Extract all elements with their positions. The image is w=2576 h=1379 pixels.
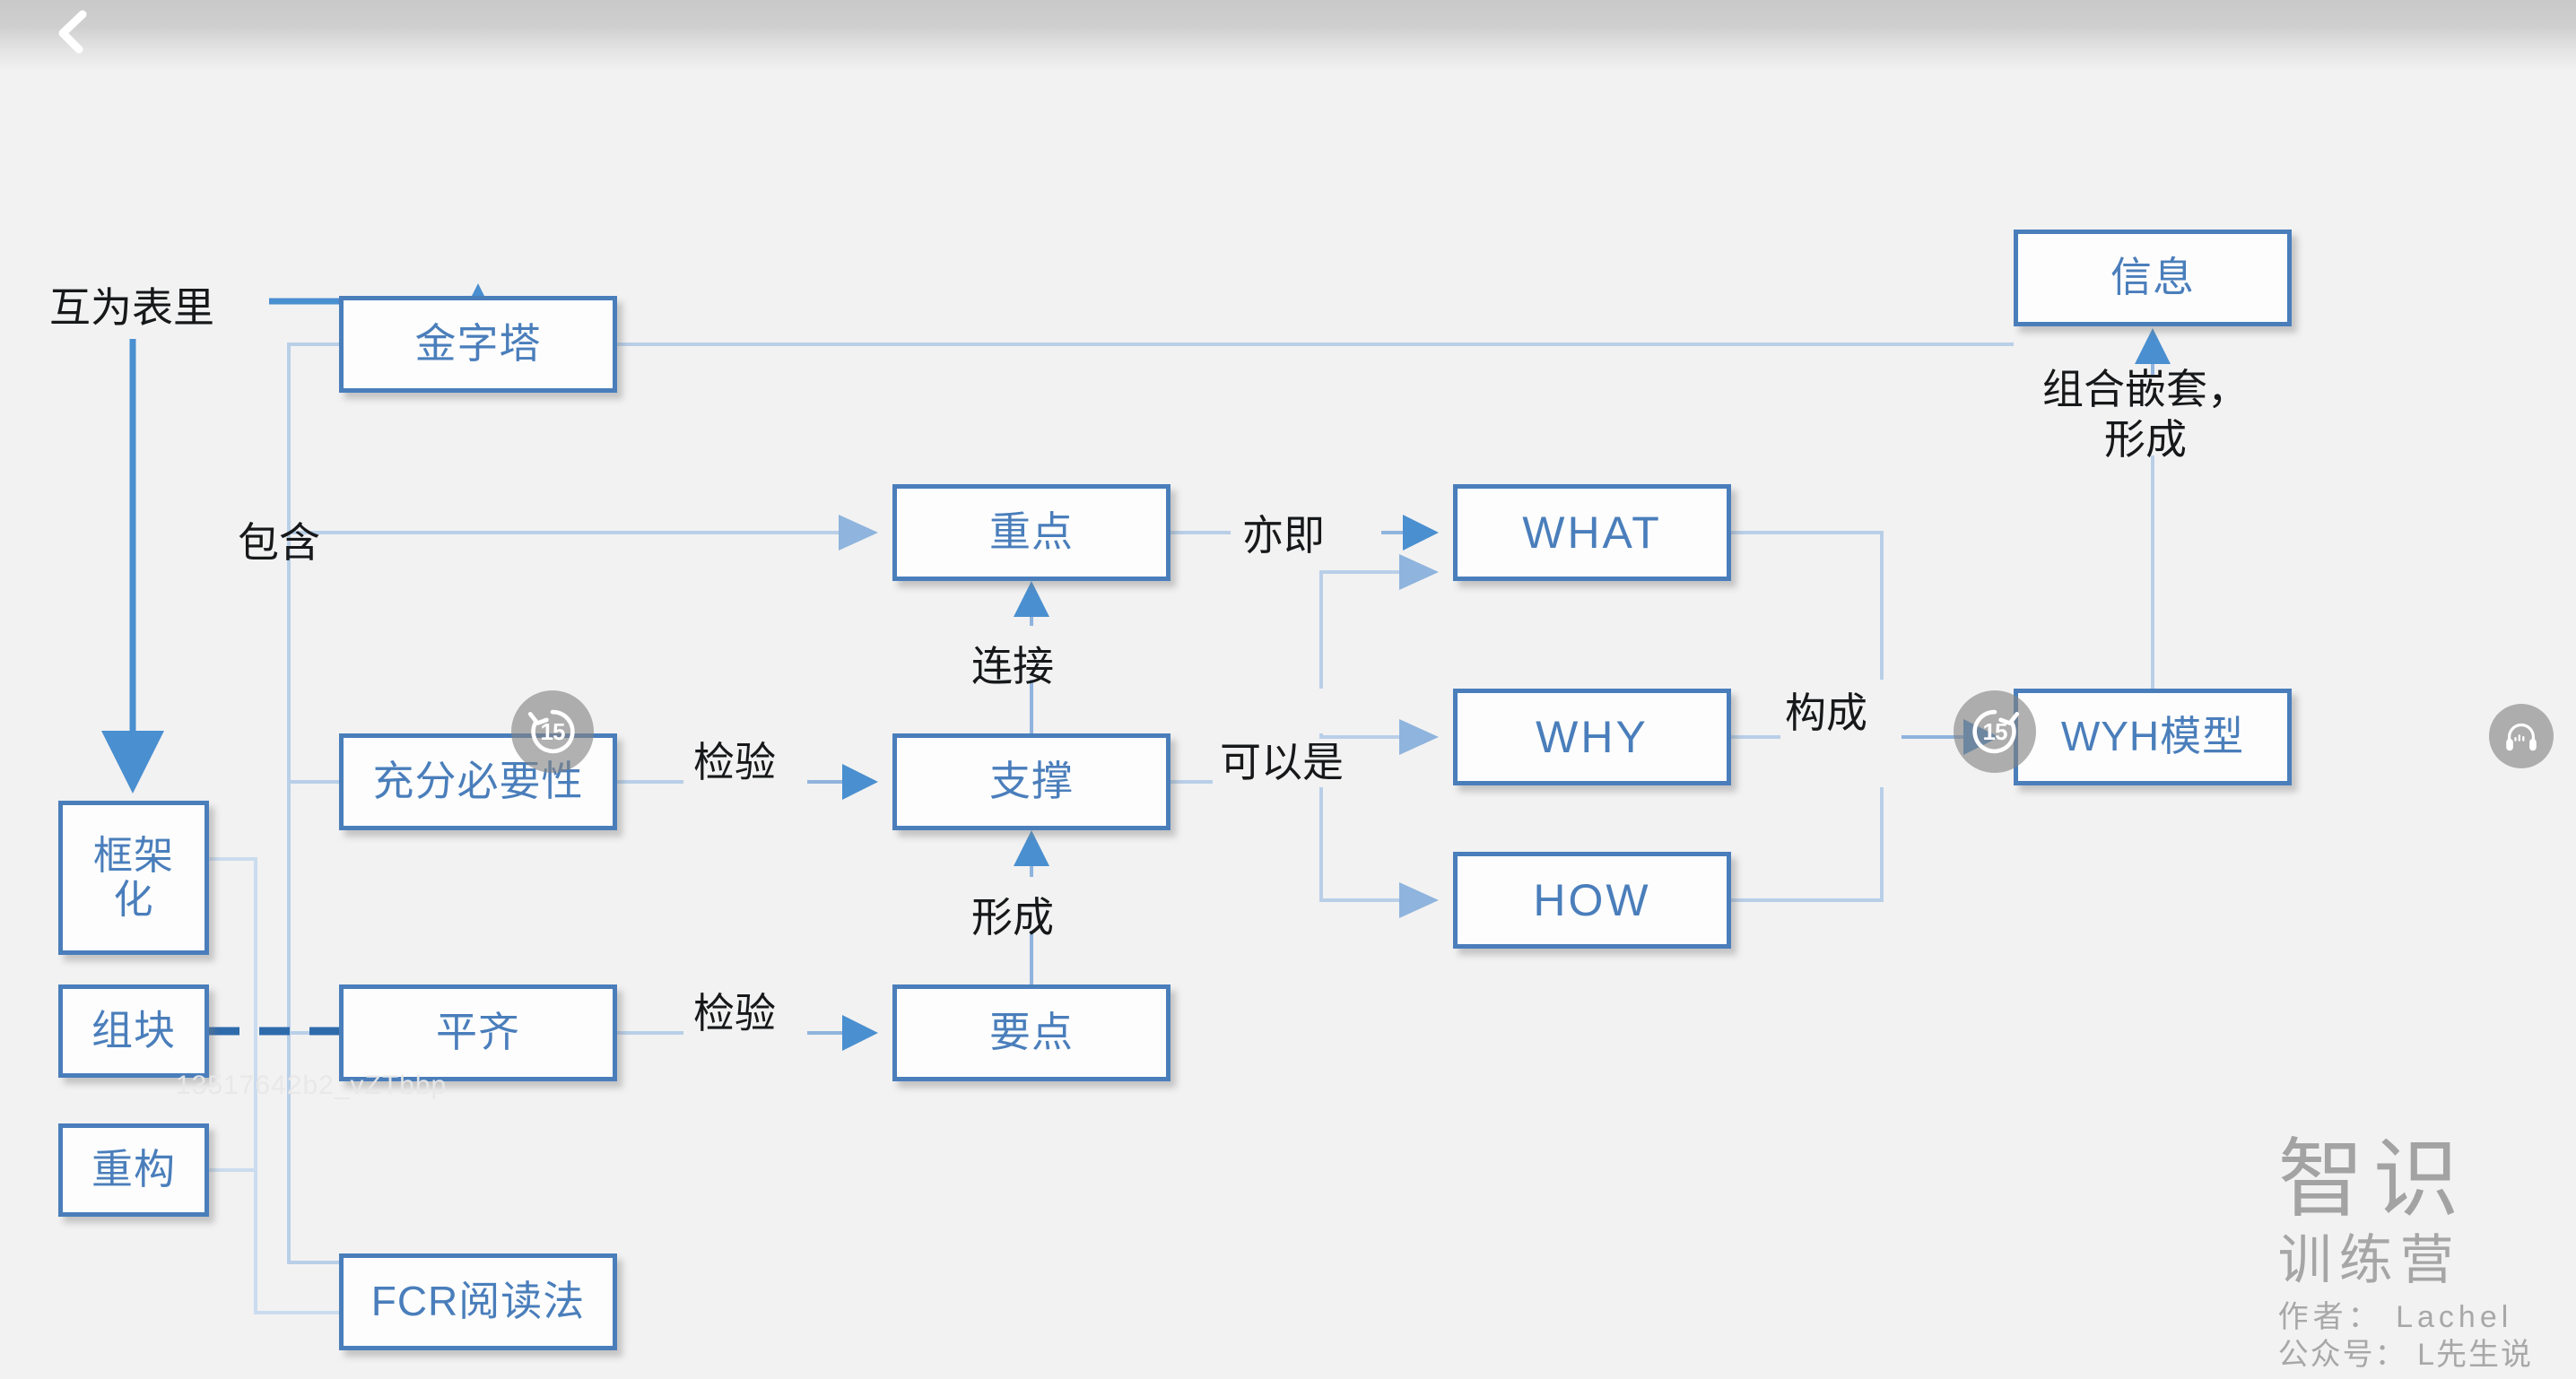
node-wyh-model[interactable]: WYH模型 [2014,689,2292,785]
node-why[interactable]: WHY [1453,689,1731,785]
rewind-seconds-label: 15 [540,717,566,745]
node-how[interactable]: HOW [1453,852,1731,949]
forward-seconds-label: 15 [1982,717,2008,745]
connector-lines: 支撑 --连接--> 重点 --> [101,283,2171,1314]
top-navigation-bar [0,0,2576,70]
watermark-brand-line2: 训练营 [2277,1230,2461,1290]
rewind-15-button[interactable]: 15 [511,690,594,773]
node-fcr-reading-method[interactable]: FCR阅读法 [339,1253,617,1350]
node-zhongdian[interactable]: 重点 [892,484,1171,581]
node-kuangjiahua[interactable]: 框架 化 [58,801,209,955]
edge-label-jianyan-bottom: 检验 [693,990,776,1036]
node-zhicheng[interactable]: 支撑 [892,733,1171,830]
node-xinxi[interactable]: 信息 [2014,230,2292,326]
node-what[interactable]: WHAT [1453,484,1731,581]
watermark-author: 作者： Lachel [2277,1300,2513,1334]
edge-label-goucheng: 构成 [1785,690,1867,736]
node-yaodian[interactable]: 要点 [892,984,1171,1081]
edge-label-keyishi: 可以是 [1220,739,1344,785]
asset-id-watermark: 13517642b2_vZTbbp [176,1071,448,1100]
headphones-icon[interactable] [2489,704,2554,768]
node-zukuai[interactable]: 组块 [58,984,209,1078]
watermark-brand-line1: 智识 [2277,1132,2468,1227]
node-chonggou[interactable]: 重构 [58,1123,209,1217]
edge-label-baohan: 包含 [238,519,320,566]
edge-label-huweibiaoli: 互为表里 [49,284,214,331]
edge-label-lianjie: 连接 [971,643,1054,690]
back-chevron-icon[interactable] [43,5,100,63]
edge-label-jianyan-top: 检验 [693,739,776,785]
edge-label-zuhe-qiantao: 组合嵌套， 形成 [2042,366,2249,464]
brand-watermark: 智识 训练营 作者： Lachel 公众号： L先生说 [2277,1132,2533,1372]
watermark-account: 公众号： L先生说 [2277,1338,2533,1372]
slide-diagram: 支撑 --连接--> 重点 --> 金字塔 框架 化 组块 [0,70,2576,1379]
edge-label-yiji: 亦即 [1242,512,1325,559]
forward-15-button[interactable]: 15 [1954,690,2036,773]
node-jinzita[interactable]: 金字塔 [339,296,617,393]
edge-label-xingcheng: 形成 [971,894,1054,941]
node-pingqi[interactable]: 平齐 [339,984,617,1081]
